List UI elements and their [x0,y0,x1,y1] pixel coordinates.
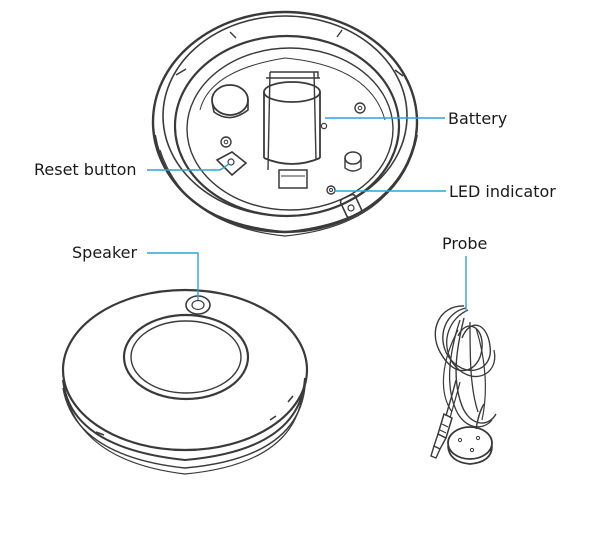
callout-speaker: Speaker [72,243,199,300]
label-probe: Probe [442,234,487,253]
closed-device-illustration [61,288,309,475]
callout-led-indicator: LED indicator [334,182,556,201]
label-led-indicator: LED indicator [449,182,556,201]
label-reset-button: Reset button [34,160,137,179]
callout-reset-button: Reset button [34,160,230,179]
callout-probe: Probe [442,234,487,312]
label-battery: Battery [448,109,507,128]
open-device-illustration [151,10,419,237]
probe-illustration [430,305,497,465]
label-speaker: Speaker [72,243,138,262]
callout-battery: Battery [325,109,507,128]
